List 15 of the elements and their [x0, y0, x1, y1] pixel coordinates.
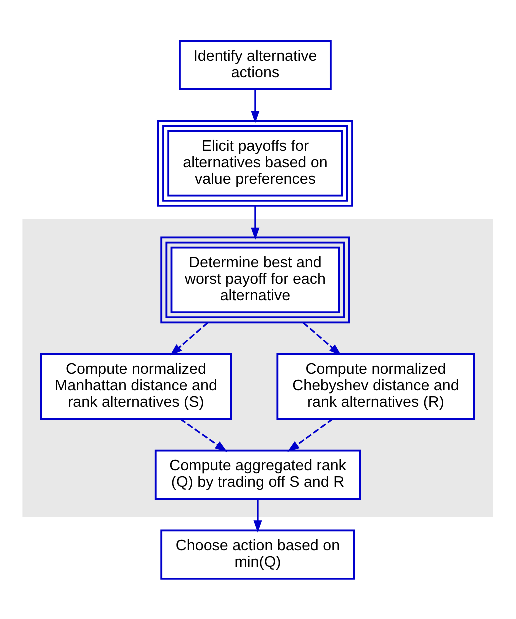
arrow — [254, 498, 262, 532]
arrow — [251, 89, 260, 123]
node-box: Compute aggregated rank (Q) by trading off S and R — [154, 449, 362, 500]
node-box: Choose action based on min(Q) — [160, 529, 356, 580]
arrow — [170, 322, 209, 356]
node-box: Identify alternative actions — [179, 40, 332, 90]
node-box: Compute normalized Manhattan distance and rank alternatives (S) — [40, 352, 232, 420]
node-box: Compute normalized Chebyshev distance and rank alternatives (R) — [276, 352, 476, 420]
arrow — [251, 206, 260, 240]
cluster — [22, 218, 494, 517]
arrow — [302, 322, 342, 356]
arrow — [180, 418, 228, 452]
node-box: Determine best and worst payoff for each alternative — [160, 236, 350, 324]
arrow — [288, 418, 334, 452]
node-box: Elicit payoffs for alternatives based on value preferences — [157, 120, 354, 206]
